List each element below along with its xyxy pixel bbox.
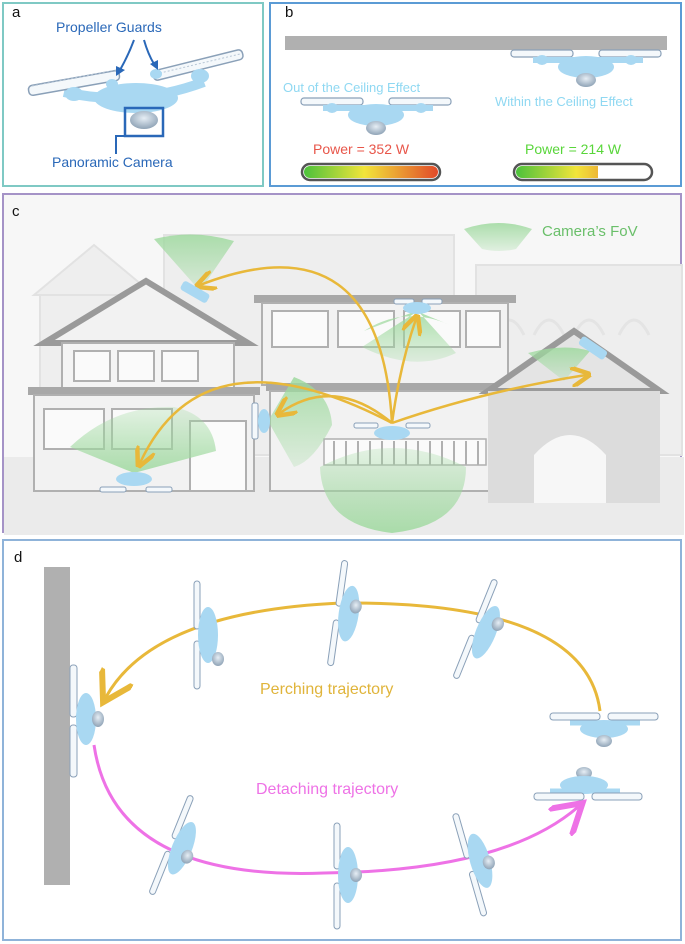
fov-legend-label: Camera’s FoV xyxy=(542,223,638,240)
out-of-ceiling-label: Out of the Ceiling Effect xyxy=(283,80,421,95)
power-bar-out xyxy=(300,162,442,182)
detaching-trajectory-label: Detaching trajectory xyxy=(256,781,399,798)
panel-a-label: a xyxy=(12,4,21,21)
ceiling-effect-illustration xyxy=(285,36,667,182)
panel-d-label: d xyxy=(14,549,23,566)
panel-d: d xyxy=(2,539,682,941)
camera-icon xyxy=(130,111,158,129)
drone-hover-start xyxy=(549,712,659,747)
drone-vertical xyxy=(193,580,224,690)
drone-tilted xyxy=(453,579,505,679)
drone-illustration-a xyxy=(27,39,244,154)
power-bar-within xyxy=(512,162,654,182)
detaching-trajectory xyxy=(92,744,578,875)
drone-small xyxy=(99,472,173,493)
drone-within-ceiling xyxy=(510,49,662,87)
drone-tilted xyxy=(149,795,196,895)
panel-b: b xyxy=(269,2,682,187)
trajectory-arrows xyxy=(140,266,586,463)
fov-cone xyxy=(70,406,216,473)
drone-body xyxy=(94,83,178,113)
wall xyxy=(44,567,70,885)
panel-c-label: c xyxy=(12,203,20,220)
drone-small xyxy=(393,298,443,314)
drone-vertical xyxy=(333,822,362,930)
drone-small xyxy=(180,281,210,303)
fov-cone xyxy=(528,347,590,381)
right-house xyxy=(478,327,670,503)
panel-a: a Propeller xyxy=(2,2,264,187)
drone-small xyxy=(578,336,608,360)
drone-tilted xyxy=(452,813,495,917)
panel-c: c xyxy=(2,193,684,535)
panoramic-camera-label: Panoramic Camera xyxy=(52,154,173,170)
fov-cone xyxy=(154,234,234,291)
perching-diagram xyxy=(44,560,659,930)
propeller-guards-label: Propeller Guards xyxy=(56,19,162,35)
building-scene xyxy=(4,223,684,535)
power-within-label: Power = 214 W xyxy=(525,141,622,157)
ceiling-bar xyxy=(285,36,667,50)
drone-perched xyxy=(69,664,104,778)
drone-hover-end xyxy=(533,767,643,801)
power-out-label: Power = 352 W xyxy=(313,141,410,157)
fov-legend-icon xyxy=(464,223,532,251)
drone-vertical xyxy=(327,560,362,667)
drone-small xyxy=(353,422,431,440)
perching-trajectory-label: Perching trajectory xyxy=(260,681,394,698)
within-ceiling-label: Within the Ceiling Effect xyxy=(495,94,633,109)
drone-out-of-ceiling xyxy=(300,97,452,135)
drone-small xyxy=(251,402,270,440)
panel-b-label: b xyxy=(285,4,294,21)
fov-cone xyxy=(320,448,466,533)
